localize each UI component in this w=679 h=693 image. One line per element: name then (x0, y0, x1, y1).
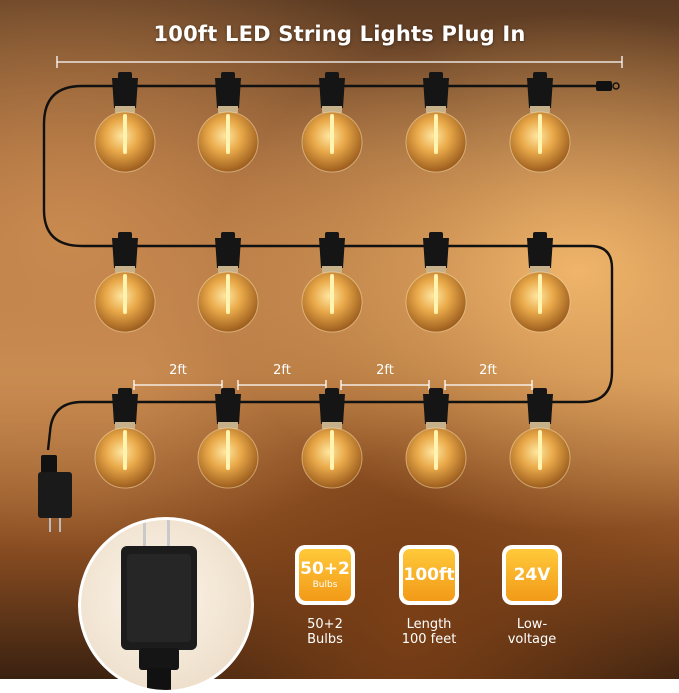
bulb-icon (197, 388, 259, 489)
string-lights-illustration: 2ft 2ft 2ft 2ft (38, 56, 623, 532)
voltage-badge: 24V (502, 545, 562, 605)
spacing-label: 2ft (169, 363, 187, 378)
plug-icon (121, 520, 197, 690)
bulb-icon (405, 232, 467, 333)
length-caption: Length 100 feet (401, 617, 457, 647)
bulb-icon (509, 72, 571, 173)
length-measure-line (56, 56, 623, 68)
spacing-label: 2ft (273, 363, 291, 378)
bulb-icon (509, 232, 571, 333)
bulb-icon (405, 72, 467, 173)
spacing-label: 2ft (376, 363, 394, 378)
bulb-icon (197, 72, 259, 173)
page-title: 100ft LED String Lights Plug In (153, 22, 526, 46)
bulb-icon (405, 388, 467, 489)
bulb-icon (197, 232, 259, 333)
spacing-indicators: 2ft 2ft 2ft 2ft (133, 363, 533, 390)
bulb-icon (301, 388, 363, 489)
bulb-icon (94, 232, 156, 333)
cable (42, 84, 614, 451)
voltage-value: 24V (513, 564, 551, 585)
spacing-label: 2ft (479, 363, 497, 378)
bulb-icon (94, 388, 156, 489)
length-badge: 100ft (399, 545, 459, 605)
bulb-count-value: 50+2 (300, 558, 350, 579)
bulb-count-badge: 50+2 Bulbs (295, 545, 355, 605)
bulb-icon (509, 388, 571, 489)
bulb-icon (301, 232, 363, 333)
bulb-icon (94, 72, 156, 173)
bulb-count-unit: Bulbs (312, 579, 338, 590)
length-value: 100ft (403, 564, 455, 585)
power-adapter-icon (38, 455, 72, 532)
adapter-closeup (78, 517, 254, 693)
voltage-caption: Low- voltage (507, 617, 557, 647)
bulb-count-caption: 50+2 Bulbs (307, 617, 343, 647)
bulb-icon (301, 72, 363, 173)
cable-end-connector (596, 81, 620, 91)
